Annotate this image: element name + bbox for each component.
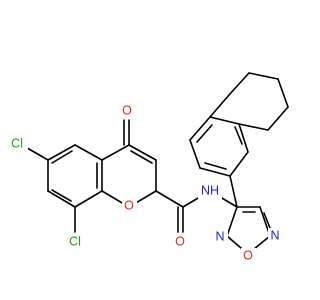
- molecule-structure: O Cl Cl O O NH N N O: [6, 72, 289, 264]
- cl-top-text: Cl: [11, 136, 23, 150]
- keto-group: [123, 119, 130, 146]
- atom-label-keto-oxygen: O: [120, 103, 135, 119]
- atom-label-cl-top: Cl: [6, 136, 28, 152]
- atom-label-furazan-oxygen: O: [241, 248, 256, 264]
- amide-oxygen-text: O: [175, 234, 185, 248]
- tetralin-aromatic-ring: [189, 116, 249, 177]
- n-left-text: N: [215, 229, 224, 243]
- atom-label-nh: NH: [198, 183, 222, 199]
- n-right-text: N: [270, 228, 279, 242]
- atom-label-ring-oxygen: O: [122, 198, 137, 214]
- ring-oxygen-text: O: [124, 198, 134, 212]
- atom-label-n-left: N: [213, 229, 228, 245]
- nh-text: NH: [201, 183, 219, 197]
- cl-bottom-text: Cl: [69, 234, 81, 248]
- amide-group: [155, 190, 238, 233]
- keto-oxygen-text: O: [122, 103, 132, 117]
- tetralin-saturated-ring: [209, 72, 289, 131]
- atom-label-cl-bottom: Cl: [64, 234, 86, 250]
- furazan-oxygen-text: O: [243, 248, 253, 262]
- aryl-linker-bond: [229, 175, 238, 208]
- atom-label-n-right: N: [268, 228, 283, 244]
- atom-label-amide-oxygen: O: [173, 234, 188, 250]
- furazan-ring: [226, 206, 273, 255]
- benzo-ring: [47, 144, 103, 208]
